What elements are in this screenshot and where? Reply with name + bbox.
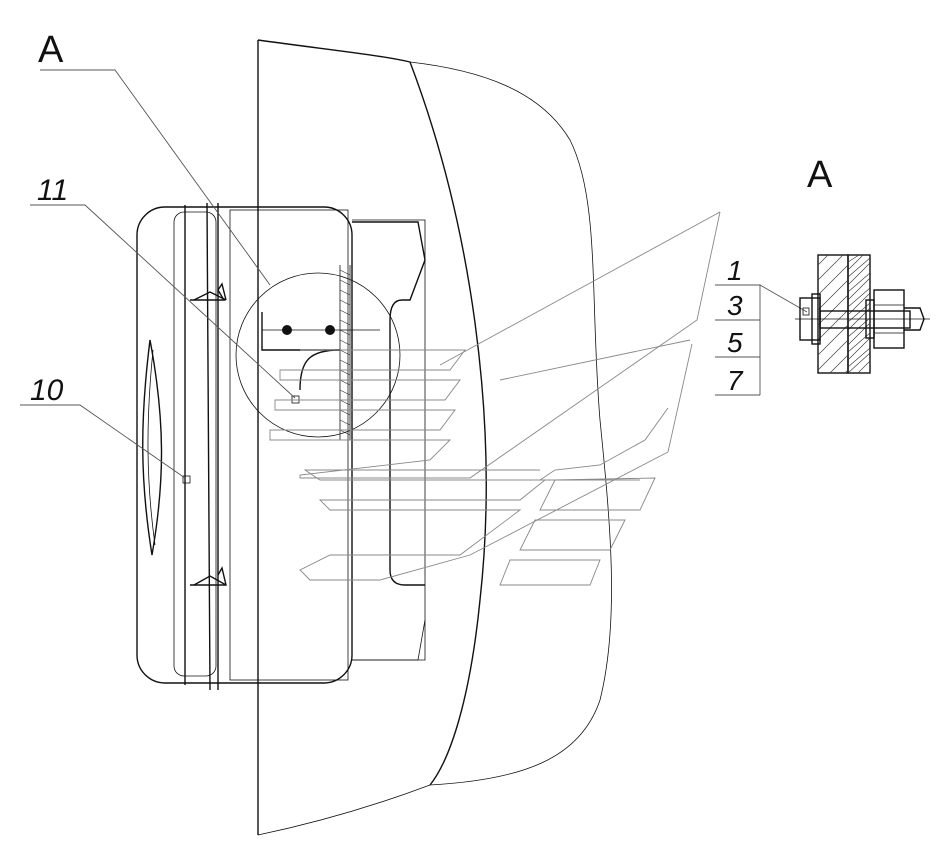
chevron-decals — [269, 211, 721, 586]
body-panel — [257, 39, 612, 836]
callout-3: 3 — [727, 290, 743, 321]
callout-10: 10 — [30, 374, 64, 407]
detail-title-a: A — [807, 154, 833, 196]
callout-11: 11 — [37, 174, 68, 207]
callout-5: 5 — [727, 327, 743, 358]
callout-7: 7 — [727, 365, 744, 396]
view-label-a: A — [38, 29, 64, 71]
lamp-housing — [136, 202, 426, 691]
callout-1: 1 — [727, 255, 743, 286]
detail-view-a — [795, 254, 930, 374]
leader-lines — [20, 69, 808, 479]
